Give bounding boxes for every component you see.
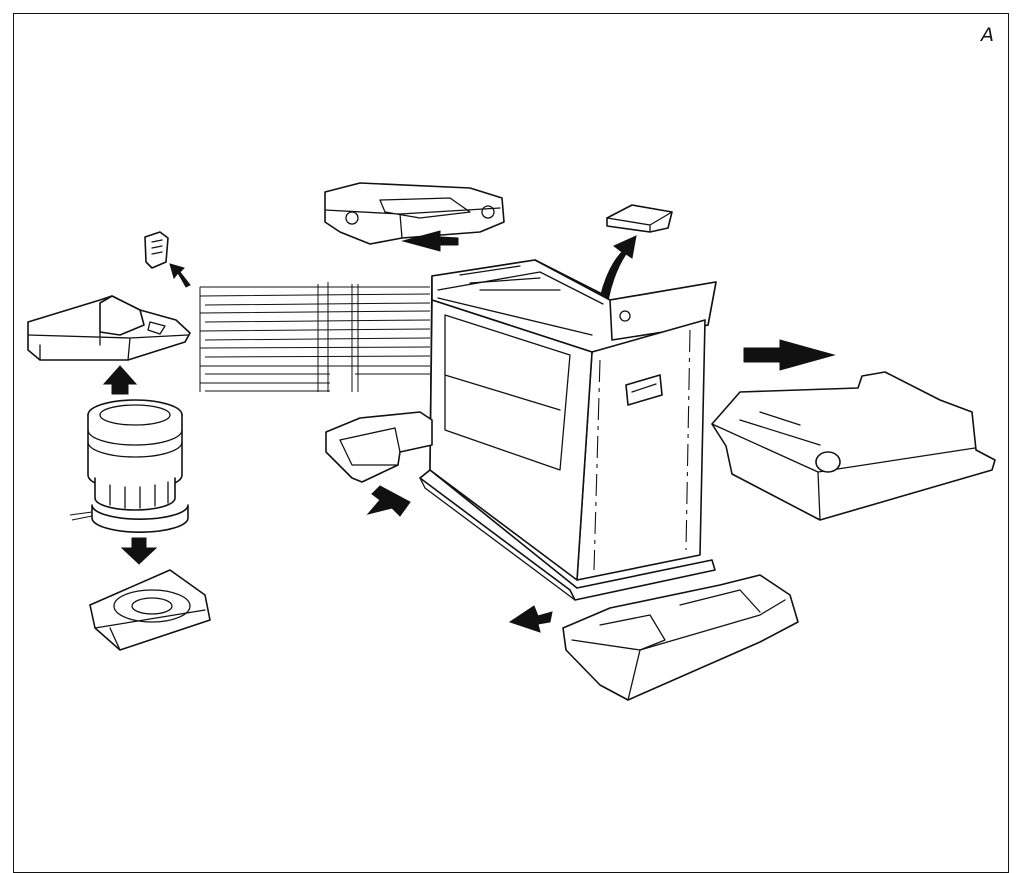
right-side-panel xyxy=(712,372,995,520)
front-left-foot xyxy=(326,412,432,482)
arrow-burner-base xyxy=(122,538,156,564)
projection-lines xyxy=(200,282,430,392)
arrow-burner-top xyxy=(104,366,136,394)
lid-plate xyxy=(607,205,672,232)
arrow-top-rear xyxy=(403,231,458,251)
cabinet-body xyxy=(420,260,716,600)
burner-base-plate xyxy=(90,570,210,650)
small-clip-part xyxy=(145,232,168,268)
top-rear-casting xyxy=(325,183,504,244)
arrow-front-left xyxy=(368,486,410,516)
arrow-front-foot xyxy=(510,606,552,632)
arrow-clip xyxy=(170,264,190,287)
panel-label: A xyxy=(981,24,994,46)
arrow-right-panel xyxy=(744,340,834,370)
burner-cylinder xyxy=(70,400,188,532)
front-foot-bottom xyxy=(563,575,798,700)
burner-top-casting xyxy=(28,296,190,360)
